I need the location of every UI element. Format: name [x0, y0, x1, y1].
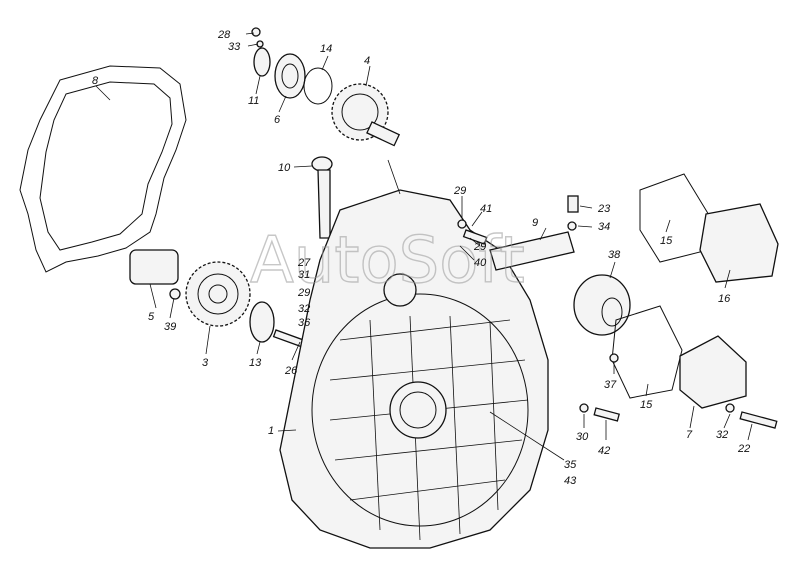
callout: 42	[598, 445, 610, 457]
callout: 14	[320, 43, 332, 55]
callout: 6	[274, 114, 281, 126]
callout: 38	[608, 249, 621, 261]
callout: 30	[576, 431, 589, 443]
cover-7	[679, 335, 747, 409]
washer-30	[579, 403, 589, 413]
shaft-4	[366, 121, 401, 147]
leader-lines	[95, 32, 753, 461]
bolt-37	[609, 353, 619, 363]
bolt-23	[567, 195, 579, 213]
plate-13	[249, 301, 275, 343]
seal-11	[253, 47, 271, 77]
callout: 23	[597, 203, 611, 215]
callout: 28	[217, 29, 231, 41]
callout: 10	[278, 162, 291, 174]
crankshaft-opening	[389, 381, 447, 439]
callout: 9	[532, 217, 538, 229]
callout: 5	[148, 311, 155, 323]
callout: 31	[298, 269, 310, 281]
bolt-42	[593, 407, 620, 422]
callout: 43	[564, 475, 577, 487]
callout: 40	[474, 257, 487, 269]
callout: 37	[604, 379, 617, 391]
gasket-14	[303, 67, 333, 105]
callout: 13	[249, 357, 262, 369]
cylinder-38	[573, 274, 631, 336]
callout: 34	[598, 221, 610, 233]
bolt-41	[462, 229, 488, 245]
nut-28	[251, 27, 261, 37]
callout-labels: 28 33 11 6 14 4 8 10 5 39 3 13 26 1 27 3…	[92, 29, 750, 487]
callout: 16	[718, 293, 731, 305]
callout: 27	[297, 257, 311, 269]
callout: 26	[284, 365, 298, 377]
cover-6	[274, 53, 306, 99]
cover-16	[699, 203, 779, 283]
callout: 32	[716, 429, 728, 441]
gear-3	[185, 261, 251, 327]
callout: 29	[297, 287, 310, 299]
bolt-22	[739, 411, 778, 429]
watermark: AutoSoft	[250, 224, 525, 298]
lever-10	[311, 156, 333, 172]
callout: 1	[268, 425, 274, 437]
plate-9	[489, 231, 575, 271]
gasket-8	[19, 65, 187, 273]
callout: 41	[480, 203, 492, 215]
callout: 39	[164, 321, 176, 333]
gasket-15-top	[639, 173, 713, 263]
callout: 15	[660, 235, 673, 247]
callout: 8	[92, 75, 99, 87]
callout: 29	[453, 185, 466, 197]
washer-32	[725, 403, 735, 413]
callout: 35	[564, 459, 577, 471]
callout: 33	[228, 41, 241, 53]
callout: 15	[640, 399, 653, 411]
housing-5	[129, 249, 179, 285]
bolt-39	[169, 288, 181, 300]
callout: 3	[202, 357, 209, 369]
callout: 22	[737, 443, 750, 455]
callout: 4	[364, 55, 370, 67]
callout: 36	[298, 317, 311, 329]
callout: 11	[248, 95, 259, 107]
callout: 29	[473, 241, 486, 253]
callout: 32	[298, 303, 310, 315]
gear-opening	[383, 273, 417, 307]
callout: 7	[686, 429, 693, 441]
washer-34	[567, 221, 577, 231]
washer-29	[457, 219, 467, 229]
